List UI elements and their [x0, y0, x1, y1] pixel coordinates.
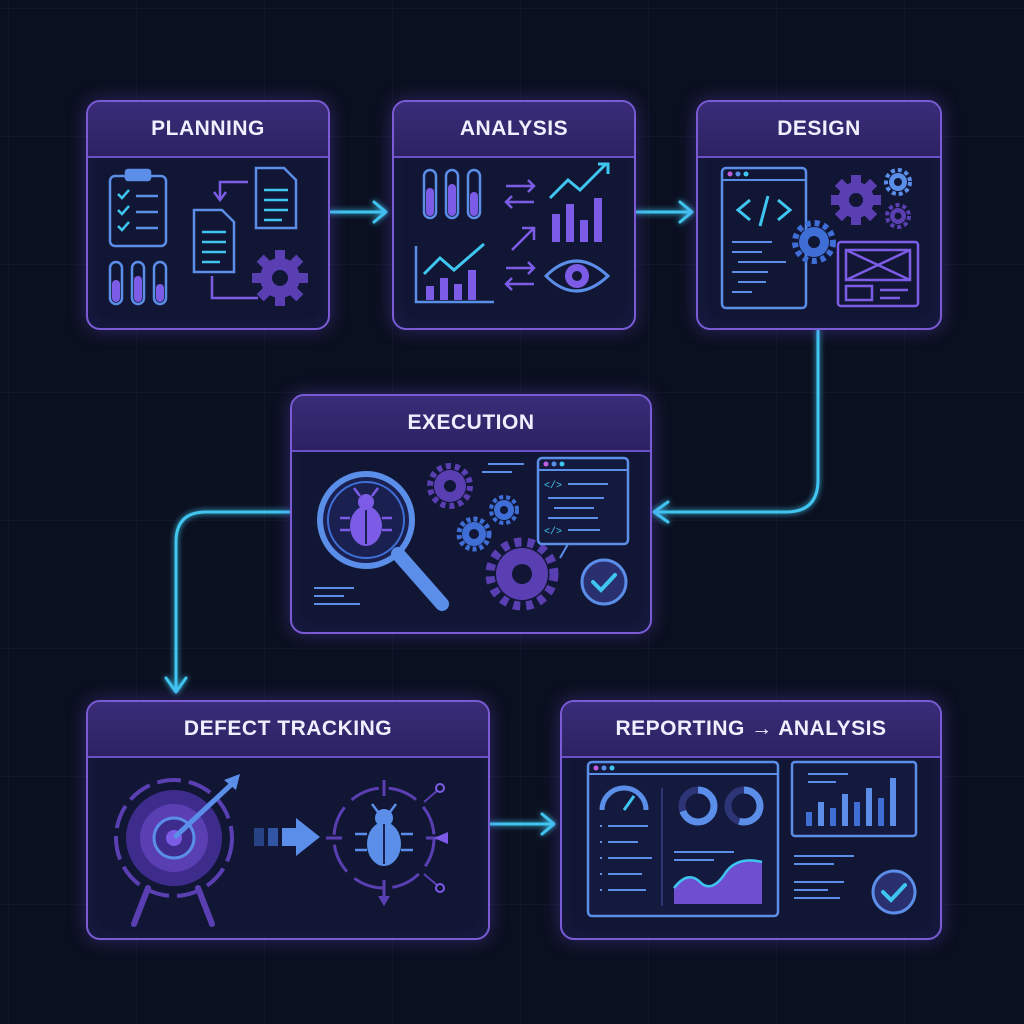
- stage-planning: PLANNING: [86, 100, 330, 330]
- wireframe-icon: [836, 240, 920, 308]
- arrows-icon: [504, 179, 536, 291]
- gear-icon: [456, 516, 492, 552]
- list-lines-icon: [600, 825, 652, 891]
- flow-arrow-icon: [213, 180, 248, 203]
- gauge-icon: [599, 785, 649, 811]
- list-lines-icon: [794, 855, 854, 899]
- stage-execution: EXECUTION: [290, 394, 652, 634]
- test-tube-icon: [108, 260, 168, 306]
- gear-icon: [485, 537, 559, 611]
- gear-icon: [252, 250, 308, 306]
- bar-chart-icon: [414, 242, 494, 304]
- gear-icon: [831, 175, 881, 225]
- check-circle-icon: [580, 558, 628, 606]
- stage-defect-tracking: DEFECT TRACKING: [86, 700, 490, 940]
- area-chart-icon: [673, 851, 763, 904]
- svg-text:</>: </>: [544, 526, 562, 538]
- stage-analysis: ANALYSIS: [392, 100, 636, 330]
- gear-icon: [427, 463, 473, 509]
- code-lines-icon: [482, 463, 524, 473]
- document-icon: [254, 166, 298, 230]
- gear-icon: [885, 203, 911, 229]
- flow-arrow-icon: [210, 276, 258, 300]
- eye-icon: [543, 259, 611, 293]
- stage-reporting-title: REPORTING → ANALYSIS: [562, 702, 940, 758]
- donut-chart-icon: [678, 786, 764, 826]
- stage-reporting: REPORTING → ANALYSIS: [560, 700, 942, 940]
- code-lines-icon: [314, 587, 360, 605]
- code-window-icon: </> </>: [536, 456, 630, 559]
- gear-icon: [489, 495, 519, 525]
- stage-analysis-title: ANALYSIS: [394, 102, 634, 158]
- gear-icon: [792, 220, 836, 264]
- arrow-right-icon: [254, 818, 320, 856]
- test-tube-icon: [422, 168, 482, 220]
- magnifier-bug-icon: [317, 471, 449, 611]
- stage-design: DESIGN: [696, 100, 942, 330]
- stage-defect-tracking-title: DEFECT TRACKING: [88, 702, 488, 758]
- target-arrow-icon: [114, 774, 240, 927]
- document-icon: [192, 208, 236, 274]
- line-chart-icon: [548, 162, 610, 242]
- clipboard-checklist-icon: [108, 168, 168, 248]
- check-circle-icon: [871, 869, 917, 915]
- stage-planning-title: PLANNING: [88, 102, 328, 158]
- stage-design-title: DESIGN: [698, 102, 940, 158]
- bar-chart-icon: [790, 760, 918, 838]
- gear-icon: [884, 168, 912, 196]
- svg-text:</>: </>: [544, 480, 562, 492]
- stage-execution-title: EXECUTION: [292, 396, 650, 452]
- bug-target-icon: [326, 780, 448, 906]
